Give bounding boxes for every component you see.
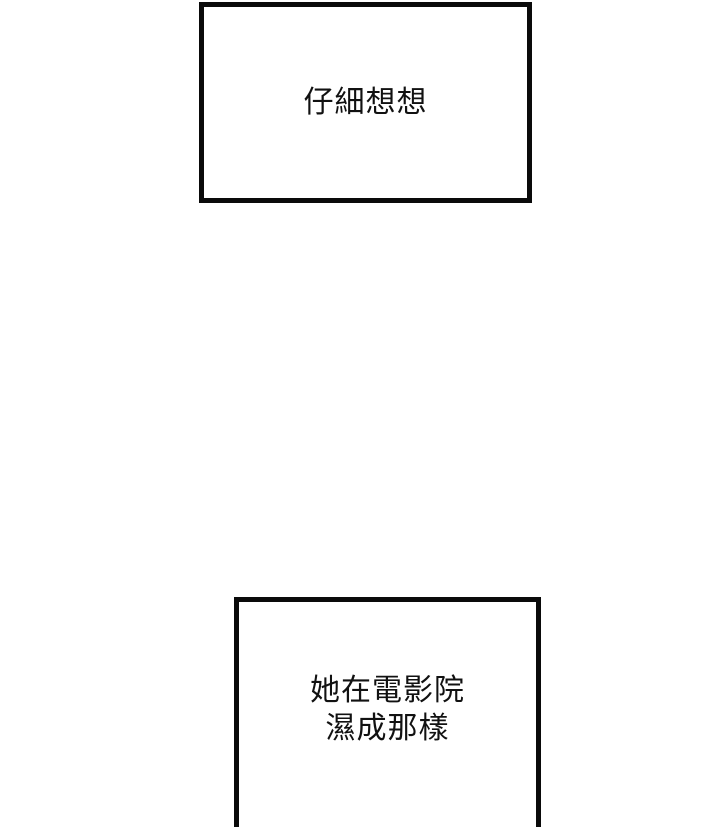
caption-box-top: 仔細想想 — [199, 2, 532, 203]
caption-text-line-2: 濕成那樣 — [325, 711, 450, 746]
caption-text-line-1: 她在電影院 — [310, 673, 465, 708]
caption-box-bottom: 她在電影院 濕成那樣 — [234, 597, 541, 827]
caption-text-block: 她在電影院 濕成那樣 — [239, 672, 536, 748]
caption-text: 仔細想想 — [303, 84, 428, 120]
